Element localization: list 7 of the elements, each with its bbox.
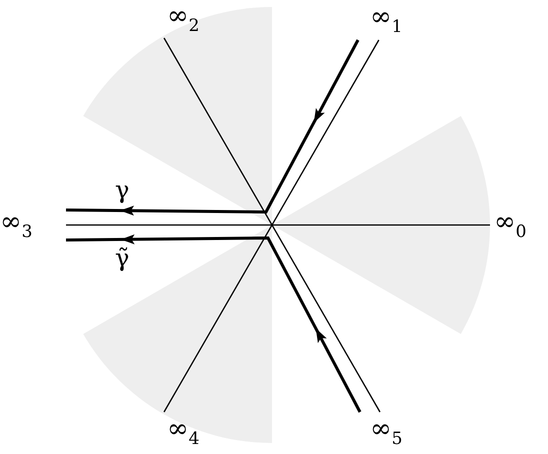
infinity-label: ∞$_{5}$ (370, 416, 402, 448)
edge-label: γ̃ (114, 246, 130, 270)
infinity-label: ∞$_{4}$ (167, 416, 200, 448)
infinity-label: ∞$_{3}$ (0, 209, 32, 241)
infinity-label: ∞$_{0}$ (494, 209, 526, 241)
infinity-label: ∞$_{1}$ (370, 4, 402, 36)
infinity-label: ∞$_{2}$ (167, 3, 200, 35)
